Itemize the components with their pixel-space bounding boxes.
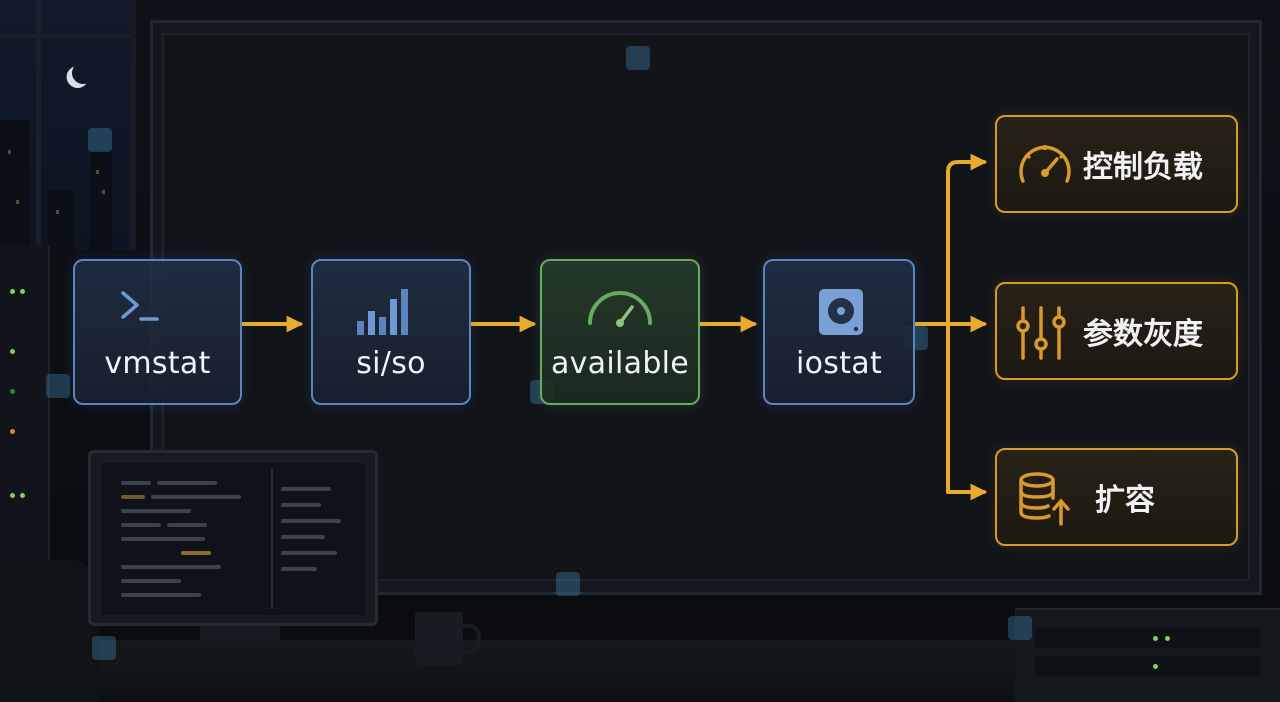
coffee-mug	[415, 612, 481, 666]
terminal-prompt-icon	[121, 291, 159, 321]
outcome-param-gray[interactable]: 参数灰度	[995, 282, 1238, 380]
city-building	[90, 150, 112, 250]
outcome-label: 控制负载	[1083, 150, 1203, 185]
window-frame	[36, 0, 41, 250]
gauge-icon	[588, 291, 652, 327]
speedometer-icon	[1019, 145, 1071, 183]
monitor-screen	[101, 463, 365, 615]
watermark-logo	[626, 46, 650, 70]
server-unit	[1015, 608, 1280, 702]
outcome-control-load[interactable]: 控制负载	[995, 115, 1238, 213]
monitor-stand	[200, 626, 280, 640]
desk-monitor	[88, 450, 378, 626]
city-building	[48, 190, 74, 250]
step-available[interactable]: available	[540, 259, 700, 405]
watermark-logo	[92, 636, 116, 660]
step-siso[interactable]: si/so	[311, 259, 471, 405]
step-label: iostat	[795, 346, 883, 381]
branch-connector	[946, 160, 960, 494]
watermark-logo	[46, 374, 70, 398]
watermark-logo	[556, 572, 580, 596]
database-up-icon	[1019, 472, 1070, 526]
server-rack	[0, 245, 50, 575]
outcome-label: 扩容	[1095, 483, 1155, 518]
step-label: available	[550, 346, 690, 381]
step-iostat[interactable]: iostat	[763, 259, 915, 405]
night-window	[0, 0, 136, 250]
outcome-label: 参数灰度	[1083, 317, 1203, 352]
step-label: si/so	[356, 346, 426, 381]
bar-chart-icon	[357, 289, 408, 335]
hard-disk-icon	[819, 289, 863, 335]
city-building	[0, 120, 30, 250]
watermark-logo	[88, 128, 112, 152]
watermark-logo	[1008, 616, 1032, 640]
sliders-icon	[1016, 306, 1066, 360]
step-label: vmstat	[104, 346, 211, 381]
step-vmstat[interactable]: vmstat	[73, 259, 242, 405]
window-frame	[0, 34, 130, 38]
office-chair	[0, 560, 100, 702]
outcome-scale-out[interactable]: 扩容	[995, 448, 1238, 546]
